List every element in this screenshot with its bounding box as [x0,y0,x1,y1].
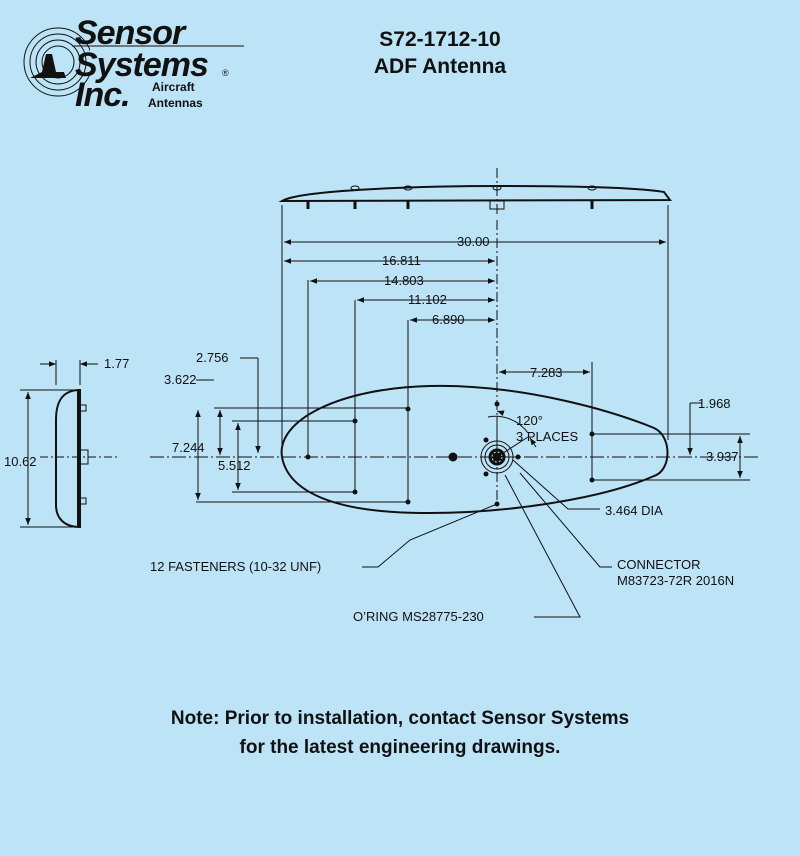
note-line-1: Note: Prior to installation, contact Sen… [170,708,630,729]
callout-fasteners: 12 FASTENERS (10-32 UNF) [150,559,321,574]
dim-angle-places: 3 PLACES [516,429,578,444]
callout-connector-spec: M83723-72R 2016N [617,573,734,588]
plan-view [150,384,760,515]
logo-emblem-icon [23,27,90,97]
dim-3622: 3.622 [164,372,197,387]
dim-side-height: 10.62 [4,454,37,469]
logo-aircraft: Aircraft [152,80,195,94]
logo-rule [72,45,244,47]
logo-sensor: Sensor [75,14,185,52]
dim-7244: 7.244 [172,440,205,455]
part-number: S72-1712-10 [379,28,501,51]
dim-5512: 5.512 [218,458,251,473]
dim-1968: 1.968 [698,396,731,411]
logo-inc: Inc. [75,76,131,114]
dim-16811: 16.811 [382,253,421,268]
dim-3937: 3.937 [706,449,739,464]
dim-side-depth: 1.77 [104,356,129,371]
dim-11102: 11.102 [408,292,447,307]
logo-systems: Systems [75,46,209,84]
callout-oring: O’RING MS28775-230 [353,609,484,624]
dim-2756: 2.756 [196,350,229,365]
dim-connector-dia: 3.464 DIA [605,503,663,518]
logo-registered-mark: ® [222,68,229,78]
dim-6890: 6.890 [432,312,465,327]
top-view [278,168,672,216]
dim-angle: 120° [516,413,543,428]
title-block: S72-1712-10 ADF Antenna [330,26,550,80]
logo-antennas: Antennas [148,96,203,110]
dim-7283: 7.283 [530,365,563,380]
dim-14803: 14.803 [384,273,424,288]
product-name: ADF Antenna [373,55,507,78]
callout-connector: CONNECTOR [617,557,701,572]
company-logo: Sensor Systems ® Inc. Aircraft Antennas [20,12,250,114]
note-line-2: for the latest engineering drawings. [239,737,561,758]
dim-overall-length: 30.00 [457,234,490,249]
side-view [20,360,118,529]
